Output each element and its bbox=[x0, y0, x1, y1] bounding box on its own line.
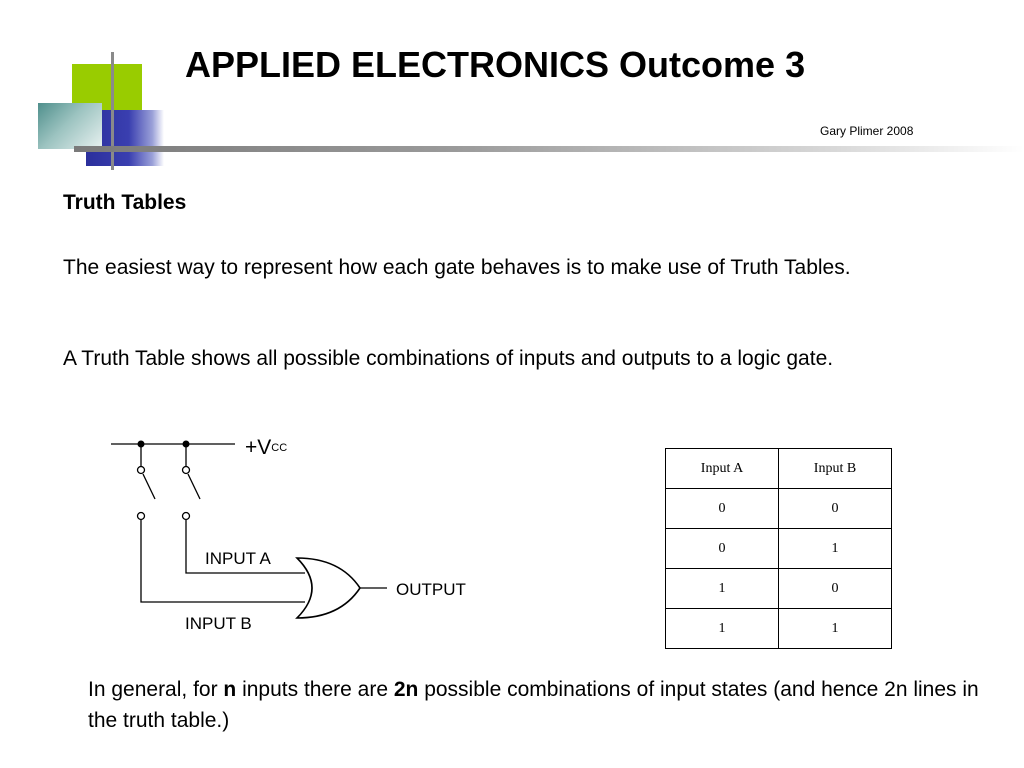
rule-n-bold: n bbox=[223, 678, 237, 701]
rule-text-2: inputs there are bbox=[236, 678, 394, 701]
slide-title: APPLIED ELECTRONICS Outcome 3 bbox=[185, 44, 806, 85]
paragraph-intro: The easiest way to represent how each ga… bbox=[63, 256, 851, 279]
or-gate-symbol bbox=[295, 557, 361, 619]
switch-a-lower-contact bbox=[136, 511, 146, 521]
or-gate-circuit-diagram: +VCC INPUT A INPUT B OUTPUT bbox=[111, 436, 466, 633]
switch-b-lever bbox=[187, 473, 201, 500]
header-input-b: Input B bbox=[778, 448, 892, 489]
input-a-label: INPUT A bbox=[205, 549, 271, 568]
wire-input-b bbox=[140, 520, 305, 603]
author-credit: Gary Plimer 2008 bbox=[820, 124, 914, 138]
truth-table: Input A Input B 0 0 0 1 1 0 1 1 bbox=[665, 448, 892, 649]
table-cell: 0 bbox=[665, 488, 779, 529]
table-cell: 1 bbox=[778, 528, 892, 569]
switch-a-lever bbox=[142, 473, 156, 500]
table-header-row: Input A Input B bbox=[665, 448, 892, 489]
table-row: 0 0 bbox=[665, 488, 892, 529]
rule-2n-bold: 2n bbox=[393, 678, 419, 701]
switch-b-lower-contact bbox=[181, 511, 191, 521]
output-label: OUTPUT bbox=[396, 580, 466, 599]
rule-text-3: possible combinations of input states (a… bbox=[88, 678, 979, 732]
paragraph-general-rule: In general, for n inputs there are 2n po… bbox=[88, 674, 988, 736]
table-cell: 0 bbox=[778, 488, 892, 529]
junction-dot-a bbox=[137, 440, 145, 448]
vcc-label: +VCC bbox=[245, 436, 287, 459]
section-heading: Truth Tables bbox=[63, 191, 187, 214]
decor-horizontal-line bbox=[74, 146, 1024, 152]
input-b-label: INPUT B bbox=[185, 614, 252, 633]
table-row: 0 1 bbox=[665, 528, 892, 569]
rule-text-1: In general, for bbox=[88, 678, 224, 701]
switch-a-upper-contact bbox=[136, 465, 146, 475]
header-input-a: Input A bbox=[665, 448, 779, 489]
table-row: 1 0 bbox=[665, 568, 892, 609]
table-cell: 0 bbox=[665, 528, 779, 569]
table-cell: 1 bbox=[778, 608, 892, 649]
table-cell: 0 bbox=[778, 568, 892, 609]
decor-teal-square bbox=[38, 103, 102, 149]
decor-vertical-line bbox=[111, 52, 114, 170]
switch-b-upper-contact bbox=[181, 465, 191, 475]
wire-input-a bbox=[185, 520, 305, 574]
paragraph-definition: A Truth Table shows all possible combina… bbox=[63, 347, 834, 370]
junction-dot-b bbox=[182, 440, 190, 448]
table-cell: 1 bbox=[665, 568, 779, 609]
table-row: 1 1 bbox=[665, 608, 892, 649]
table-cell: 1 bbox=[665, 608, 779, 649]
